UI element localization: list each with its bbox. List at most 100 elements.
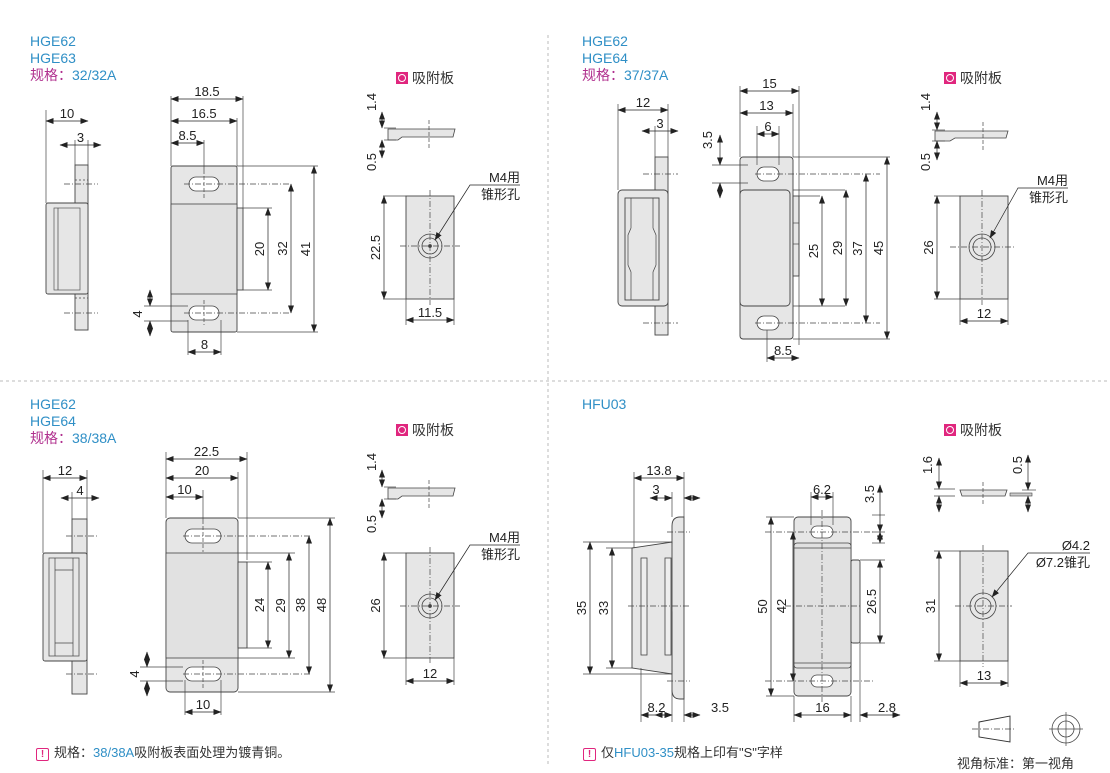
model-label: HGE62 [30,33,76,49]
model-label: HGE64 [30,413,76,429]
dimension-label: 13.8 [646,463,671,478]
model-label: HGE62 [582,33,628,49]
dimension-label: 26 [368,598,383,612]
dimension-label: 20 [252,242,267,256]
magnet-ridges [627,198,657,300]
dimension-label: 20 [195,463,209,478]
projection-cone-icon [978,715,1011,743]
dimension-label: 3.5 [711,700,729,715]
projection-label: 视角标准：第一视角 [957,756,1075,771]
dimension-label: 8 [201,337,208,352]
dimension-label: 8.5 [774,343,792,358]
note-suffix: 规格上印有"S"字样 [673,745,783,760]
dimension-label: 22.5 [194,444,219,459]
spec-value: 37/37A [624,67,669,83]
model-label: HGE63 [30,50,76,66]
model-label: HGE64 [582,50,628,66]
spec-value: 32/32A [72,67,117,83]
dimension-label: 35 [574,601,589,615]
dimension-label: 0.5 [364,153,379,171]
plate-title: 吸附板 [944,420,1002,440]
callout-leader [991,552,1090,598]
magnet-strip [664,557,672,656]
dimension-label: 48 [314,598,329,612]
spec-key: 规格： [582,67,624,83]
plate-side-view [387,128,456,141]
magnet-outline [53,207,81,291]
magnet-face [792,195,800,277]
dimension-label: 10 [60,106,74,121]
dimension-label: 37 [850,241,865,255]
dimension-label: 15 [762,76,776,91]
dimension-label: 25 [806,244,821,258]
front-view-body [793,542,852,669]
plate-marker-icon [396,424,408,436]
dimension-label: 1.4 [364,93,379,111]
callout-label: Ø7.2锥孔 [1036,555,1090,570]
dimension-label: 0.5 [1010,456,1025,474]
spec-line: 规格：32/32A [30,67,116,84]
dimension-label: 4 [130,310,145,317]
note-highlight: HFU03-35 [614,745,674,760]
dimension-label: 1.6 [920,456,935,474]
dimension-label: 6.2 [813,482,831,497]
dimension-label: 33 [596,601,611,615]
dimension-label: 24 [252,598,267,612]
dimension-label: 50 [755,599,770,613]
dimension-label: 16.5 [191,106,216,121]
note-suffix: 吸附板表面处理为镀青铜。 [134,745,291,760]
model-label: HGE62 [30,396,76,412]
dimension-label: 4 [127,670,142,677]
front-view-body [739,189,791,307]
note-left: ! 规格：38/38A吸附板表面处理为镀青铜。 [36,742,290,761]
side-view-body [42,552,88,662]
dimension-label: 29 [830,241,845,255]
callout-label: 锥形孔 [1029,190,1068,205]
note-prefix: 规格： [54,745,94,760]
plate-marker-icon [396,72,408,84]
note-right: !仅HFU03-35规格上印有"S"字样 [583,742,783,761]
dimension-label: 1.4 [364,453,379,471]
magnet-face [237,561,248,649]
dimension-label: 26.5 [864,589,879,614]
callout-label: 锥形孔 [481,547,520,562]
plate-thin-section [1009,492,1033,497]
plate-title-text: 吸附板 [412,422,454,438]
plate-side-view [387,487,456,500]
spec-key: 规格： [30,67,72,83]
warning-icon: ! [36,748,49,761]
callout-label: Ø4.2 [1062,538,1090,553]
side-view-body [45,202,89,295]
callout-leader [434,544,520,601]
front-view-body [170,203,238,295]
callout-label: M4用 [1037,173,1068,188]
callout-label: M4用 [489,170,520,185]
dimension-label: 8.5 [178,128,196,143]
dimension-label: 3.5 [700,131,715,149]
note-highlight: 38/38A [93,745,135,760]
magnet-strip [640,557,648,656]
plate-title-text: 吸附板 [412,70,454,86]
dimension-label: 6 [764,119,771,134]
dimension-label: 31 [923,599,938,613]
dimension-label: 12 [977,306,991,321]
dimension-label: 12 [636,95,650,110]
dimension-label: 4 [76,483,83,498]
dimension-label: 10 [196,697,210,712]
plate-marker-icon [944,424,956,436]
dimension-label: 8.2 [647,700,665,715]
dimension-label: 0.5 [364,515,379,533]
spec-value: 38/38A [72,430,117,446]
dimension-label: 2.8 [878,700,896,715]
plate-title: 吸附板 [396,68,454,88]
plate-title-text: 吸附板 [960,422,1002,438]
dimension-label: 16 [815,700,829,715]
dimension-label: 11.5 [418,305,442,320]
dimension-label: 22.5 [368,235,383,260]
dimension-label: 45 [871,241,886,255]
dimension-label: 41 [298,242,313,256]
model-label: HFU03 [582,396,627,412]
spec-line: 规格：37/37A [582,67,668,84]
dimension-label: 12 [58,463,72,478]
